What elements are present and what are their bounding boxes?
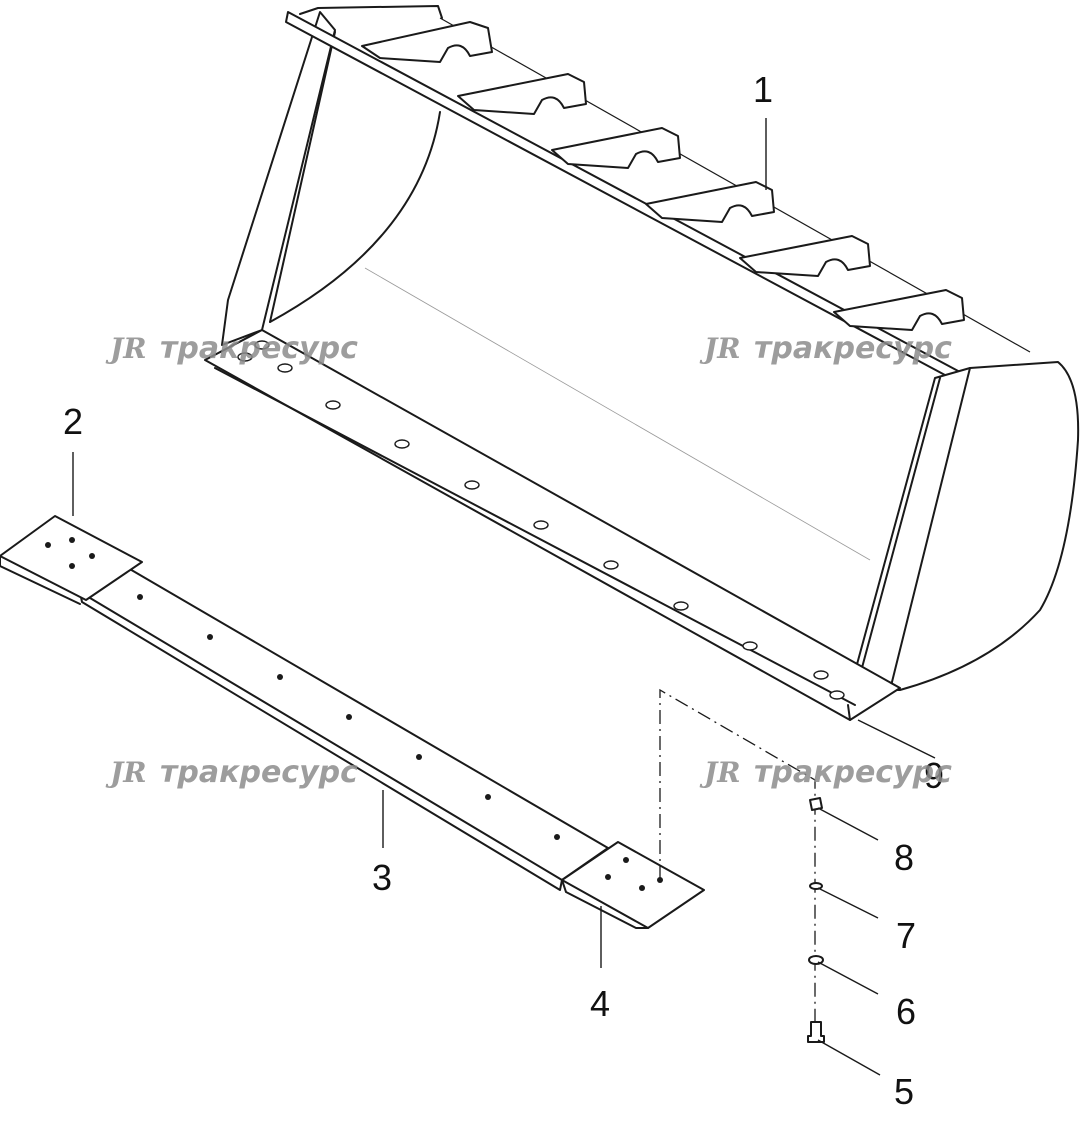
watermark-logo: JR xyxy=(105,756,147,789)
callout-5: 5 xyxy=(894,1071,914,1112)
callout-9: 9 xyxy=(924,755,944,796)
watermark-text: тракресурс xyxy=(160,331,358,366)
cutting-edge-assembly xyxy=(0,515,705,929)
callout-4: 4 xyxy=(590,983,610,1024)
watermark-bottom-left: JR тракресурс xyxy=(105,755,358,790)
callout-6: 6 xyxy=(896,991,916,1032)
watermark-text: тракресурс xyxy=(754,755,952,790)
callout-2: 2 xyxy=(63,401,83,442)
callout-3: 3 xyxy=(372,857,392,898)
watermark-top-right: JR тракресурс xyxy=(699,331,952,366)
edge-holes xyxy=(45,537,663,891)
watermark-text: тракресурс xyxy=(754,331,952,366)
edge-bolt-holes xyxy=(237,340,845,700)
loader-bucket xyxy=(204,5,1080,721)
watermark-top-left: JR тракресурс xyxy=(105,331,358,366)
watermark-logo: JR xyxy=(105,332,147,365)
bucket-lugs xyxy=(361,21,965,331)
callout-1: 1 xyxy=(753,69,773,110)
leader-lines xyxy=(72,118,936,1076)
callout-8: 8 xyxy=(894,837,914,878)
fastener-stack xyxy=(659,688,825,1043)
watermark-logo: JR xyxy=(699,332,741,365)
watermark-text: тракресурс xyxy=(160,755,358,790)
callout-7: 7 xyxy=(896,915,916,956)
watermark-logo: JR xyxy=(699,756,741,789)
watermark-bottom-right: JR тракресурс xyxy=(699,755,952,790)
